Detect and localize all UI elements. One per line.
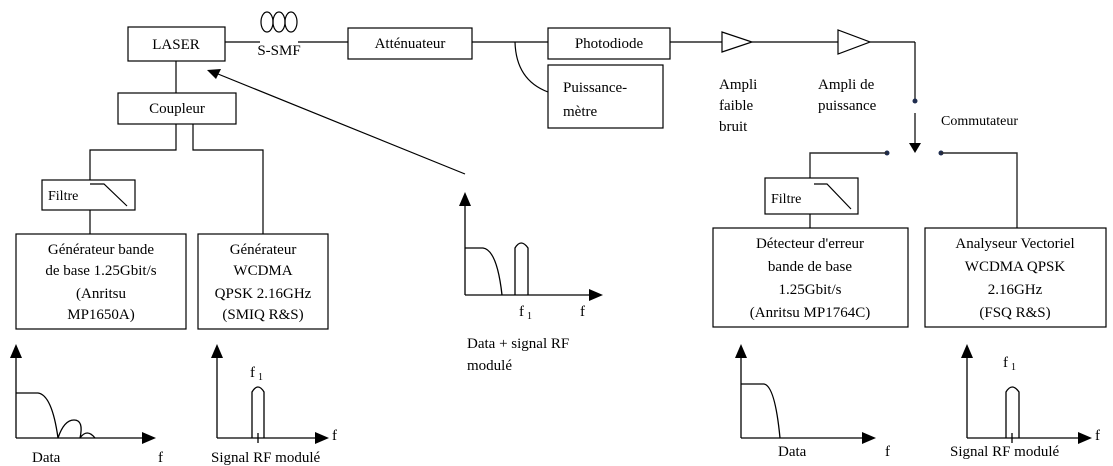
spectrum-data-right-f: f bbox=[885, 444, 890, 460]
spectrum-data-left-f: f bbox=[158, 450, 163, 466]
spectrum-combined bbox=[459, 192, 603, 301]
filter-right-icon bbox=[814, 183, 852, 210]
error-detector-label-3: 1.25Gbit/s bbox=[779, 282, 842, 298]
lna-amplifier-icon bbox=[721, 31, 754, 53]
filter-right-box bbox=[764, 177, 859, 215]
fiber-coil-icon bbox=[260, 11, 298, 33]
error-detector-label-2: bande de base bbox=[768, 259, 852, 275]
lna-label-2: faible bbox=[719, 98, 753, 114]
error-detector-box bbox=[712, 227, 909, 328]
spectrum-data-left bbox=[10, 344, 156, 444]
photodiode-box bbox=[547, 27, 671, 60]
attenuator-box bbox=[347, 27, 473, 60]
rf-generator-label-3: QPSK 2.16GHz bbox=[215, 286, 312, 302]
spectrum-rf-right-label: Signal RF modulé bbox=[950, 444, 1060, 460]
link-switch-analyzer bbox=[941, 152, 1018, 228]
bb-generator-label-1: Générateur bande bbox=[48, 242, 155, 258]
powermeter-box bbox=[547, 64, 664, 129]
spectrum-data-right-label: Data bbox=[778, 444, 807, 460]
coupler-box bbox=[117, 92, 237, 125]
bb-generator-label-4: MP1650A) bbox=[67, 307, 135, 323]
fiber-label: S-SMF bbox=[257, 43, 300, 59]
rf-generator-label-4: (SMIQ R&S) bbox=[222, 307, 303, 323]
vector-analyzer-label-2: WCDMA QPSK bbox=[965, 259, 1066, 275]
spectrum-rf-left-label: Signal RF modulé bbox=[211, 450, 321, 466]
vector-analyzer-label-1: Analyseur Vectoriel bbox=[955, 236, 1074, 252]
spectrum-data-right bbox=[735, 344, 876, 444]
spectrum-rf-right-f1-sub: 1 bbox=[1011, 362, 1016, 373]
spectrum-combined-label-1: Data + signal RF bbox=[467, 336, 569, 352]
spectrum-rf-right-f: f bbox=[1095, 428, 1100, 444]
bb-generator-label-3: (Anritsu bbox=[76, 286, 126, 302]
switch-node-top bbox=[912, 98, 918, 104]
pa-label-2: puissance bbox=[818, 98, 877, 114]
attenuator-label: Atténuateur bbox=[375, 36, 446, 52]
photodiode-label: Photodiode bbox=[575, 36, 644, 52]
link-switch-detector bbox=[809, 152, 887, 178]
spectrum-rf-left bbox=[211, 344, 329, 444]
powermeter-label-1: Puissance- bbox=[563, 80, 627, 96]
powermeter-tap bbox=[514, 41, 549, 93]
spectrum-combined-f1-sub: 1 bbox=[527, 311, 532, 322]
filter-right-label: Filtre bbox=[771, 192, 801, 207]
vector-analyzer-label-3: 2.16GHz bbox=[988, 282, 1043, 298]
spectrum-rf-right-f1: f bbox=[1003, 355, 1008, 371]
bb-generator-label-2: de base 1.25Gbit/s bbox=[45, 263, 156, 279]
error-detector-label-1: Détecteur d'erreur bbox=[756, 236, 864, 252]
coupler-label: Coupleur bbox=[149, 101, 205, 117]
rf-generator-label-1: Générateur bbox=[230, 242, 297, 258]
vector-analyzer-label-4: (FSQ R&S) bbox=[979, 305, 1050, 321]
link-coupler-filter bbox=[89, 124, 177, 180]
pa-label-1: Ampli de bbox=[818, 77, 875, 93]
spectrum-combined-f1: f bbox=[519, 304, 524, 320]
pa-amplifier-icon bbox=[837, 29, 872, 55]
spectrum-data-left-label: Data bbox=[32, 450, 61, 466]
filter-left-box bbox=[41, 179, 136, 211]
spectrum-rf-left-f1-sub: 1 bbox=[258, 372, 263, 383]
filter-left-icon bbox=[90, 183, 128, 207]
lna-label-1: Ampli bbox=[719, 77, 757, 93]
spectrum-rf-right bbox=[961, 344, 1092, 444]
lna-label-3: bruit bbox=[719, 119, 748, 135]
rf-generator-label-2: WCDMA bbox=[233, 263, 292, 279]
laser-label: LASER bbox=[152, 37, 200, 53]
link-coupler-rfgen bbox=[192, 124, 264, 234]
powermeter-label-2: mètre bbox=[563, 104, 597, 120]
vector-analyzer-box bbox=[924, 227, 1107, 328]
spectrum-combined-label-2: modulé bbox=[467, 358, 512, 374]
spectrum-rf-left-f1: f bbox=[250, 365, 255, 381]
spectrum-rf-left-f: f bbox=[332, 428, 337, 444]
error-detector-label-4: (Anritsu MP1764C) bbox=[750, 305, 870, 321]
bb-generator-box bbox=[15, 233, 187, 330]
feedback-arrow-shaft bbox=[217, 73, 466, 175]
laser-box bbox=[127, 26, 226, 62]
filter-left-label: Filtre bbox=[48, 189, 78, 204]
rf-generator-box bbox=[197, 233, 329, 330]
switch-arrow-head bbox=[909, 143, 921, 153]
switch-label: Commutateur bbox=[941, 114, 1018, 129]
spectrum-combined-f: f bbox=[580, 304, 585, 320]
feedback-arrow-head bbox=[207, 69, 221, 79]
